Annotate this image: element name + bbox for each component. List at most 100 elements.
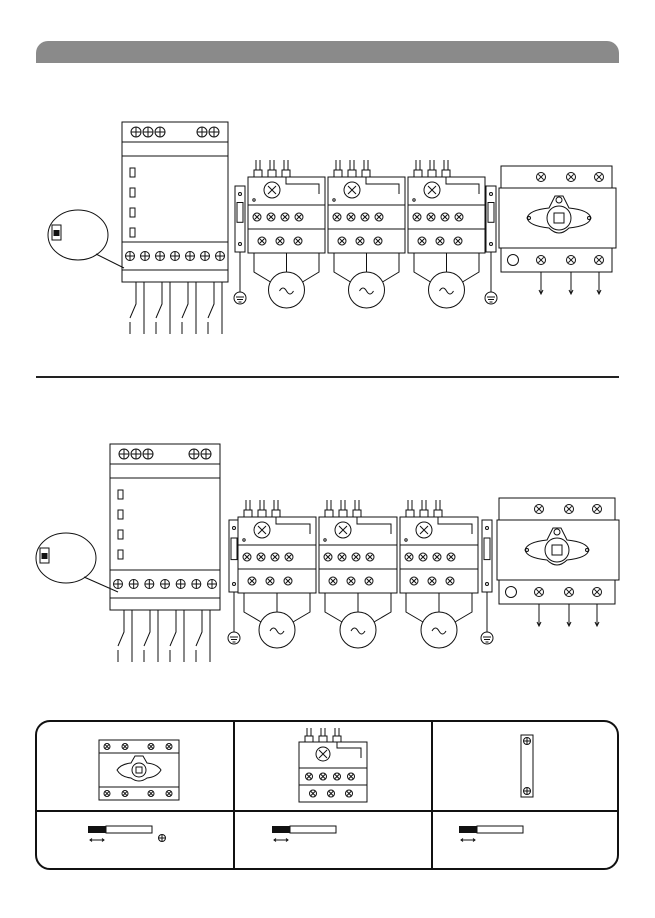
input-switch-wire — [196, 610, 202, 662]
screw-terminal-icon — [104, 791, 110, 797]
screw-terminal-icon — [427, 213, 435, 221]
screw-terminal-icon — [595, 256, 604, 265]
screw-terminal-icon — [593, 588, 602, 597]
screw-terminal-icon — [347, 577, 355, 585]
power-terminal-icon — [155, 127, 165, 137]
legend-terminal-rail — [521, 735, 533, 797]
screw-terminal-icon — [593, 505, 602, 514]
input-switch-wire — [182, 282, 188, 334]
screw-terminal-icon — [537, 173, 546, 182]
contactor-unit-1 — [248, 160, 325, 308]
screw-terminal-icon — [295, 213, 303, 221]
component-legend-panel — [36, 721, 618, 869]
output-terminal-icon — [114, 580, 123, 589]
power-terminal-icon — [131, 449, 141, 459]
motor-icon — [259, 612, 295, 648]
screw-terminal-icon — [253, 213, 261, 221]
screw-terminal-icon — [375, 213, 383, 221]
screw-terminal-icon — [328, 790, 335, 797]
ground-icon — [485, 292, 497, 304]
screw-terminal-icon — [281, 213, 289, 221]
screw-terminal-icon — [374, 237, 382, 245]
screw-terminal-icon — [306, 773, 313, 780]
screw-terminal-icon — [338, 237, 346, 245]
screw-terminal-icon — [366, 553, 374, 561]
contactor-unit-1 — [238, 500, 316, 648]
cable-strip-icon — [88, 826, 106, 833]
screw-terminal-icon — [148, 791, 154, 797]
screw-terminal-icon — [418, 237, 426, 245]
controller-module — [110, 444, 220, 662]
controller-module — [122, 122, 228, 334]
terminal-rail-right — [481, 520, 493, 644]
screw-terminal-icon — [365, 577, 373, 585]
screw-terminal-icon — [284, 577, 292, 585]
screw-terminal-icon — [347, 213, 355, 221]
terminal-rail-left — [234, 186, 246, 304]
output-terminal-icon — [186, 252, 195, 261]
cable-strip-icon — [272, 826, 290, 833]
supply-line — [539, 272, 543, 294]
input-switch-wire — [144, 610, 150, 662]
overload-relay — [319, 517, 397, 545]
supply-line — [595, 604, 599, 626]
screw-terminal-icon — [361, 213, 369, 221]
supply-line — [597, 272, 601, 294]
screw-terminal-icon — [356, 237, 364, 245]
power-terminal-icon — [119, 449, 129, 459]
screw-terminal-icon — [567, 256, 576, 265]
power-terminal-icon — [143, 449, 153, 459]
screw-terminal-icon — [567, 173, 576, 182]
screw-terminal-icon — [419, 553, 427, 561]
motor-icon — [340, 612, 376, 648]
screw-terminal-icon — [122, 791, 128, 797]
supply-line — [567, 604, 571, 626]
output-terminal-icon — [201, 252, 210, 261]
screw-terminal-icon — [271, 553, 279, 561]
output-terminal-icon — [216, 252, 225, 261]
screw-terminal-icon — [436, 237, 444, 245]
input-switch-wire — [130, 282, 136, 334]
screw-terminal-icon — [324, 553, 332, 561]
plus-terminal-icon — [524, 738, 531, 745]
contactor-unit-3 — [408, 160, 485, 308]
screw-terminal-icon — [258, 237, 266, 245]
screw-terminal-icon — [346, 790, 353, 797]
ground-icon — [228, 632, 240, 644]
screw-terminal-icon — [294, 237, 302, 245]
power-terminal-icon — [201, 449, 211, 459]
power-terminal-icon — [209, 127, 219, 137]
screw-terminal-icon — [166, 744, 172, 750]
input-switch-wire — [156, 282, 162, 334]
ground-terminal-icon — [159, 835, 166, 842]
supply-line — [569, 272, 573, 294]
motor-icon — [269, 272, 305, 308]
screw-terminal-icon — [310, 790, 317, 797]
power-terminal-icon — [143, 127, 153, 137]
screw-terminal-icon — [338, 553, 346, 561]
dip-switch-callout — [48, 210, 124, 268]
contactor-unit-3 — [400, 500, 478, 648]
screw-terminal-icon — [535, 588, 544, 597]
output-terminal-icon — [171, 252, 180, 261]
screw-terminal-icon — [334, 773, 341, 780]
output-terminal-icon — [176, 580, 185, 589]
screw-terminal-icon — [333, 213, 341, 221]
screw-terminal-icon — [248, 577, 256, 585]
screw-terminal-icon — [455, 213, 463, 221]
output-terminal-icon — [161, 580, 170, 589]
screw-terminal-icon — [433, 553, 441, 561]
screw-terminal-icon — [267, 213, 275, 221]
screw-terminal-icon — [595, 173, 604, 182]
screw-terminal-icon — [257, 553, 265, 561]
screw-terminal-icon — [148, 744, 154, 750]
ground-icon — [481, 632, 493, 644]
main-rotary-switch-2 — [497, 498, 619, 626]
power-terminal-icon — [189, 449, 199, 459]
screw-terminal-icon — [535, 505, 544, 514]
contactor-unit-2 — [328, 160, 405, 308]
screw-terminal-icon — [428, 577, 436, 585]
screw-terminal-icon — [329, 577, 337, 585]
input-switch-wire — [118, 610, 124, 662]
